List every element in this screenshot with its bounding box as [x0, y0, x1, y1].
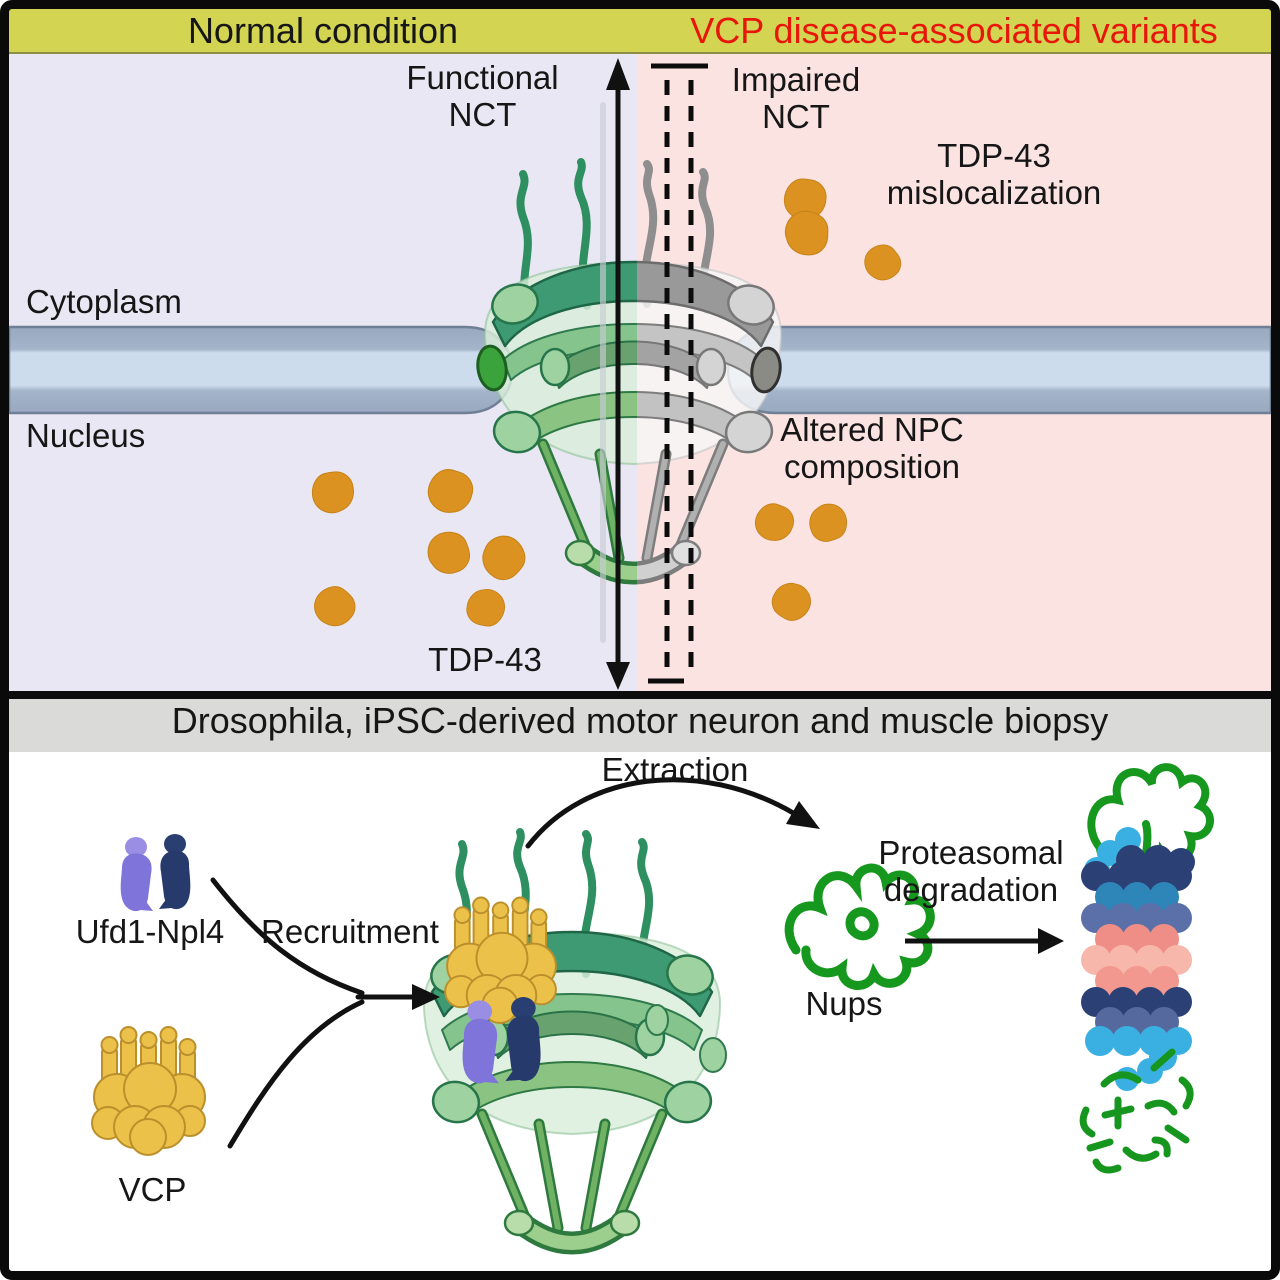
cytoplasm-label: Cytoplasm [26, 283, 182, 320]
nuclear-membrane-left [7, 325, 514, 415]
proteasomal-degradation-label: Proteasomal degradation [878, 834, 1064, 908]
vcp-label: VCP [118, 1171, 187, 1208]
normal-condition-label: Normal condition [187, 10, 459, 51]
proteasomal-arrow [905, 928, 1064, 954]
extraction-label: Extraction [601, 751, 749, 788]
membrane-anchor-green [476, 344, 508, 392]
extraction-arrow [525, 777, 820, 849]
proteasome-icon [1081, 763, 1214, 1091]
impaired-transport-dashes [648, 63, 708, 684]
nups-label: Nups [805, 985, 883, 1022]
npc-bottom [424, 832, 726, 1243]
nucleus-label: Nucleus [26, 417, 146, 454]
header-bar: Normal condition VCP disease-associated … [9, 9, 1271, 54]
impaired-nct-label: Impaired NCT [731, 61, 861, 135]
vcp-icon [91, 1026, 206, 1156]
vcp-on-npc-icon [444, 896, 557, 1024]
degraded-fragments-icon [1079, 1048, 1194, 1174]
tdp43-label: TDP-43 [428, 641, 542, 678]
membrane-anchor-gray [750, 346, 782, 394]
recruitment-label: Recruitment [261, 913, 439, 950]
tdp43-mislocalization-label: TDP-43 mislocalization [886, 137, 1102, 211]
section-title: Drosophila, iPSC-derived motor neuron an… [171, 700, 1109, 741]
ufd1-npl4-label: Ufd1-Npl4 [75, 913, 225, 950]
vcp-variants-label: VCP disease-associated variants [690, 10, 1218, 51]
nups-squiggle-icon [784, 863, 935, 990]
recruitment-arrows [210, 877, 440, 1149]
transport-arrow [600, 58, 630, 690]
functional-nct-label: Functional NCT [406, 59, 559, 133]
nuclear-membrane-right [726, 325, 1273, 415]
ufd1-npl4-icon [120, 834, 191, 912]
altered-npc-label: Altered NPC composition [780, 411, 964, 485]
